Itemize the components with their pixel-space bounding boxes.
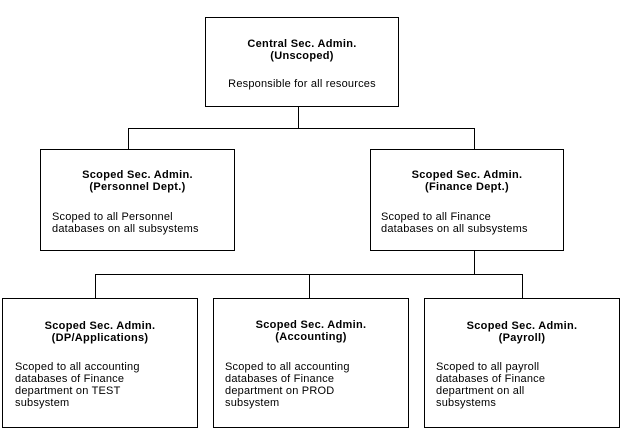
payroll-admin-title: Scoped Sec. Admin. (Payroll) xyxy=(466,320,578,344)
dp-applications-admin-node: Scoped Sec. Admin. (DP/Applications) Sco… xyxy=(2,298,198,428)
accounting-admin-title: Scoped Sec. Admin. (Accounting) xyxy=(255,319,367,343)
central-admin-description: Responsible for all resources xyxy=(228,78,376,90)
dp-applications-admin-description: Scoped to all accounting databases of Fi… xyxy=(15,361,140,409)
central-admin-title: Central Sec. Admin. (Unscoped) xyxy=(247,38,357,62)
dp-applications-admin-title: Scoped Sec. Admin. (DP/Applications) xyxy=(44,320,156,344)
accounting-admin-node: Scoped Sec. Admin. (Accounting) Scoped t… xyxy=(213,298,409,428)
central-admin-node: Central Sec. Admin. (Unscoped) Responsib… xyxy=(205,17,399,107)
payroll-admin-node: Scoped Sec. Admin. (Payroll) Scoped to a… xyxy=(424,298,620,428)
personnel-admin-node: Scoped Sec. Admin. (Personnel Dept.) Sco… xyxy=(40,149,235,251)
finance-admin-title: Scoped Sec. Admin. (Finance Dept.) xyxy=(411,169,523,193)
payroll-admin-description: Scoped to all payroll databases of Finan… xyxy=(436,361,546,409)
finance-admin-node: Scoped Sec. Admin. (Finance Dept.) Scope… xyxy=(370,149,564,251)
personnel-admin-description: Scoped to all Personnel databases on all… xyxy=(52,211,199,235)
personnel-admin-title: Scoped Sec. Admin. (Personnel Dept.) xyxy=(82,169,193,193)
finance-admin-description: Scoped to all Finance databases on all s… xyxy=(381,211,528,235)
accounting-admin-description: Scoped to all accounting databases of Fi… xyxy=(225,361,350,409)
